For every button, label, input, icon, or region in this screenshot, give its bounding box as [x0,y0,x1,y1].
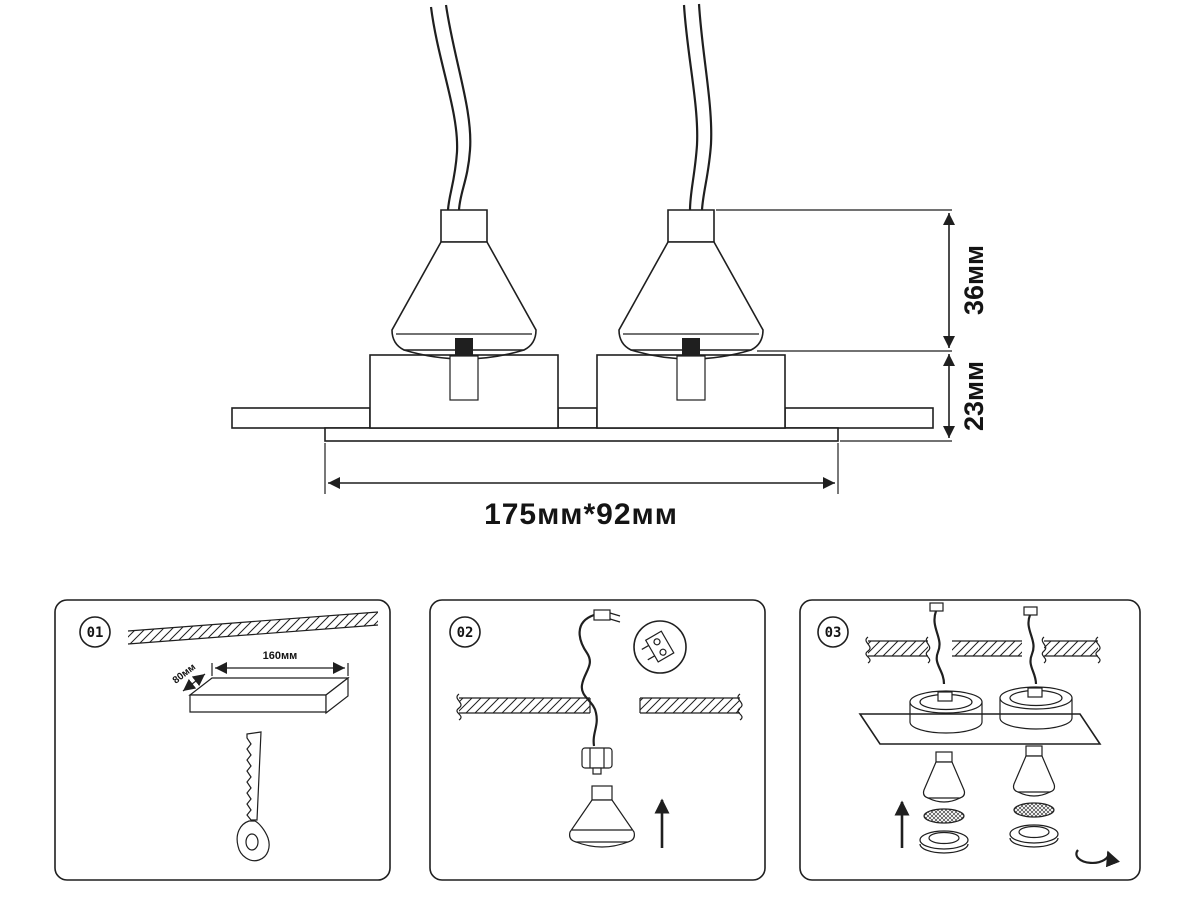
step-number-3: 03 [825,625,842,641]
trim-flange [324,427,839,442]
ceiling-hatch-band [127,611,379,645]
fixture-cylinder-left [909,690,983,734]
step-panel-01: 01 160мм 80мм [54,599,391,881]
lamp-connector [581,747,613,775]
spotlight-left [391,209,537,401]
fixture-cylinder-right [999,686,1073,730]
ceiling-band [865,636,1101,664]
dimension-footprint-label: 175мм*92мм [484,498,678,531]
power-cables [429,3,713,211]
lamp-bulb [569,785,635,848]
retaining-rings [919,824,1059,854]
tilt-clip-right [682,338,700,356]
step-number-2: 02 [457,625,474,641]
spotlight-right [618,209,764,401]
supply-wire [578,609,621,747]
dimension-36mm-label: 36мм [959,245,989,315]
dimension-lamp-height: 36мм [716,209,989,352]
dimension-footprint: 175мм*92мм [324,443,839,531]
step-panel-02: 02 [429,599,766,881]
dimension-23mm-label: 23мм [959,361,989,431]
tilt-clip-left [455,338,473,356]
fixture-side-view: 36мм 23мм 175мм*92мм [231,3,989,531]
cutout-width-label: 160мм [263,650,298,662]
mesh-filters [923,802,1055,824]
ceiling-cutout-section [456,693,743,721]
step-number-1: 01 [87,625,104,641]
saw-icon [236,731,270,862]
lamp-bulbs [922,745,1056,803]
rotate-arrow-icon [1075,849,1120,868]
step-number-badge [79,616,111,648]
fixture-wires [929,602,1038,685]
step-number-badge [449,616,481,648]
cutout-box: 160мм 80мм [171,650,350,715]
dimension-frame-height: 23мм [840,354,989,442]
step-number-badge [817,616,849,648]
terminal-zoom-detail [633,620,687,674]
ceiling-section [231,407,934,429]
frame-assembly [858,686,1102,745]
step-panel-03: 03 [799,599,1141,881]
